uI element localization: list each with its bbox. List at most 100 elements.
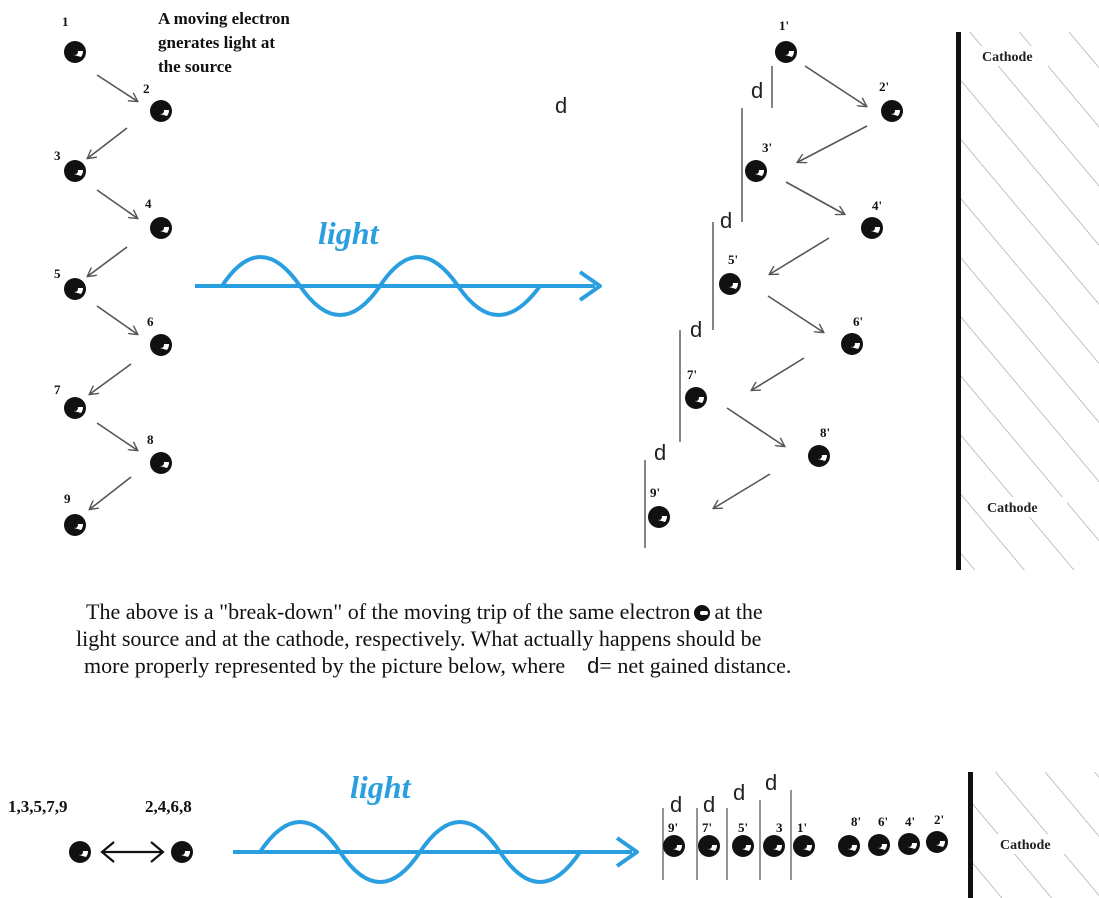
source-label-1: 1 <box>62 14 69 29</box>
source-electron-2 <box>150 100 172 122</box>
bottom-electron-stack: d d d d 9' 7' 5' 3 1' 8' 6' 4' 2' <box>662 770 948 880</box>
source-electrons <box>64 41 172 536</box>
caption-line-3-d: d <box>587 653 600 678</box>
stack-electron-6 <box>868 834 890 856</box>
light-wave-bottom: light <box>233 769 639 884</box>
cathode-electron-5 <box>719 273 741 295</box>
stack-electron-7 <box>698 835 720 857</box>
cathode-electron-3 <box>745 160 767 182</box>
caption-line-3-b: = net gained distance. <box>599 653 792 678</box>
cathode-label-2: 2' <box>879 79 889 94</box>
cathode-electron-1 <box>775 41 797 63</box>
source-label-2: 2 <box>143 81 150 96</box>
cathode-electron-2 <box>881 100 903 122</box>
source-label-5: 5 <box>54 266 61 281</box>
source-label-4: 4 <box>145 196 152 211</box>
light-wave-top: light <box>195 215 602 317</box>
caption-line-3: more properly represented by the picture… <box>70 652 1090 679</box>
stack-electron-1 <box>793 835 815 857</box>
cathode-arrows <box>714 65 867 508</box>
cathode-label-1: 1' <box>779 18 789 33</box>
even-group-label: 2,4,6,8 <box>145 797 192 816</box>
cathode-side-labels: 1' 2' 3' 4' 5' 6' 7' 8' 9' <box>650 18 889 500</box>
source-label-6: 6 <box>147 314 154 329</box>
cathode-bottom: Cathode <box>968 772 1099 898</box>
stack-label-8: 8' <box>851 814 861 829</box>
cathode-electron-8 <box>808 445 830 467</box>
source-electron-4 <box>150 217 172 239</box>
d-label-top: d <box>555 93 567 118</box>
source-note-line-1: A moving electron <box>158 9 290 28</box>
stack-electron-3 <box>763 835 785 857</box>
cathode-label-7: 7' <box>687 367 697 382</box>
cathode-label-5: 5' <box>728 252 738 267</box>
caption-line-1: The above is a "break-down" of the movin… <box>70 598 1090 625</box>
stack-label-5: 5' <box>738 820 748 835</box>
source-note-line-3: the source <box>158 57 232 76</box>
source-electron-5 <box>64 278 86 300</box>
d-label-b4: d <box>765 770 777 795</box>
stack-label-7: 7' <box>702 820 712 835</box>
source-label-3: 3 <box>54 148 61 163</box>
distance-markers-top <box>644 66 773 548</box>
d-label-b3: d <box>733 780 745 805</box>
source-arrows <box>88 74 137 509</box>
even-electron <box>171 841 193 863</box>
source-electron-1 <box>64 41 86 63</box>
cathode-label-4: 4' <box>872 198 882 213</box>
caption-line-1-a: The above is a "break-down" of the movin… <box>86 599 691 624</box>
source-label-7: 7 <box>54 382 61 397</box>
stack-electron-5 <box>732 835 754 857</box>
stack-label-2: 2' <box>934 812 944 827</box>
electron-inline-icon <box>694 605 711 621</box>
d-label-1: d <box>751 78 763 103</box>
source-label-8: 8 <box>147 432 154 447</box>
light-label-top: light <box>318 215 380 251</box>
cathode-electron-6 <box>841 333 863 355</box>
cathode-electron-7 <box>685 387 707 409</box>
stack-electron-8 <box>838 835 860 857</box>
stack-electron-2 <box>926 831 948 853</box>
source-note-line-2: gnerates light at <box>158 33 275 52</box>
cathode-label-lower: Cathode <box>987 501 1038 516</box>
cathode-label-3: 3' <box>762 140 772 155</box>
d-label-4: d <box>654 440 666 465</box>
stack-label-6: 6' <box>878 814 888 829</box>
source-label-9: 9 <box>64 491 71 506</box>
source-electron-7 <box>64 397 86 419</box>
double-arrow <box>100 841 165 863</box>
caption-line-3-a: more properly represented by the picture… <box>84 653 566 678</box>
source-electron-3 <box>64 160 86 182</box>
d-label-b2: d <box>703 792 715 817</box>
stack-electron-9 <box>663 835 685 857</box>
d-label-b1: d <box>670 792 682 817</box>
source-electron-9 <box>64 514 86 536</box>
caption: The above is a "break-down" of the movin… <box>70 598 1090 679</box>
stack-label-1: 1' <box>797 820 807 835</box>
cathode-label-6: 6' <box>853 314 863 329</box>
stack-label-4: 4' <box>905 814 915 829</box>
caption-line-2: light source and at the cathode, respect… <box>76 626 762 651</box>
d-label-2: d <box>720 208 732 233</box>
cathode-top: Cathode Cathode <box>956 32 1099 570</box>
source-labels: 1 2 3 4 5 6 7 8 9 <box>54 14 154 506</box>
source-electron-8 <box>150 452 172 474</box>
cathode-electron-4 <box>861 217 883 239</box>
cathode-label-9: 9' <box>650 485 660 500</box>
stack-electron-4 <box>898 833 920 855</box>
stack-label-3: 3 <box>776 820 783 835</box>
cathode-electron-9 <box>648 506 670 528</box>
caption-line-1-b: at the <box>714 599 763 624</box>
cathode-label-bottom: Cathode <box>1000 838 1051 853</box>
bottom-source: 1,3,5,7,9 2,4,6,8 <box>8 797 193 863</box>
odd-group-label: 1,3,5,7,9 <box>8 797 68 816</box>
source-electron-6 <box>150 334 172 356</box>
cathode-electrons <box>648 41 903 528</box>
cathode-label-upper: Cathode <box>982 50 1033 65</box>
stack-label-9: 9' <box>668 820 678 835</box>
d-label-3: d <box>690 317 702 342</box>
light-label-bottom: light <box>350 769 412 805</box>
odd-electron <box>69 841 91 863</box>
cathode-label-8: 8' <box>820 425 830 440</box>
